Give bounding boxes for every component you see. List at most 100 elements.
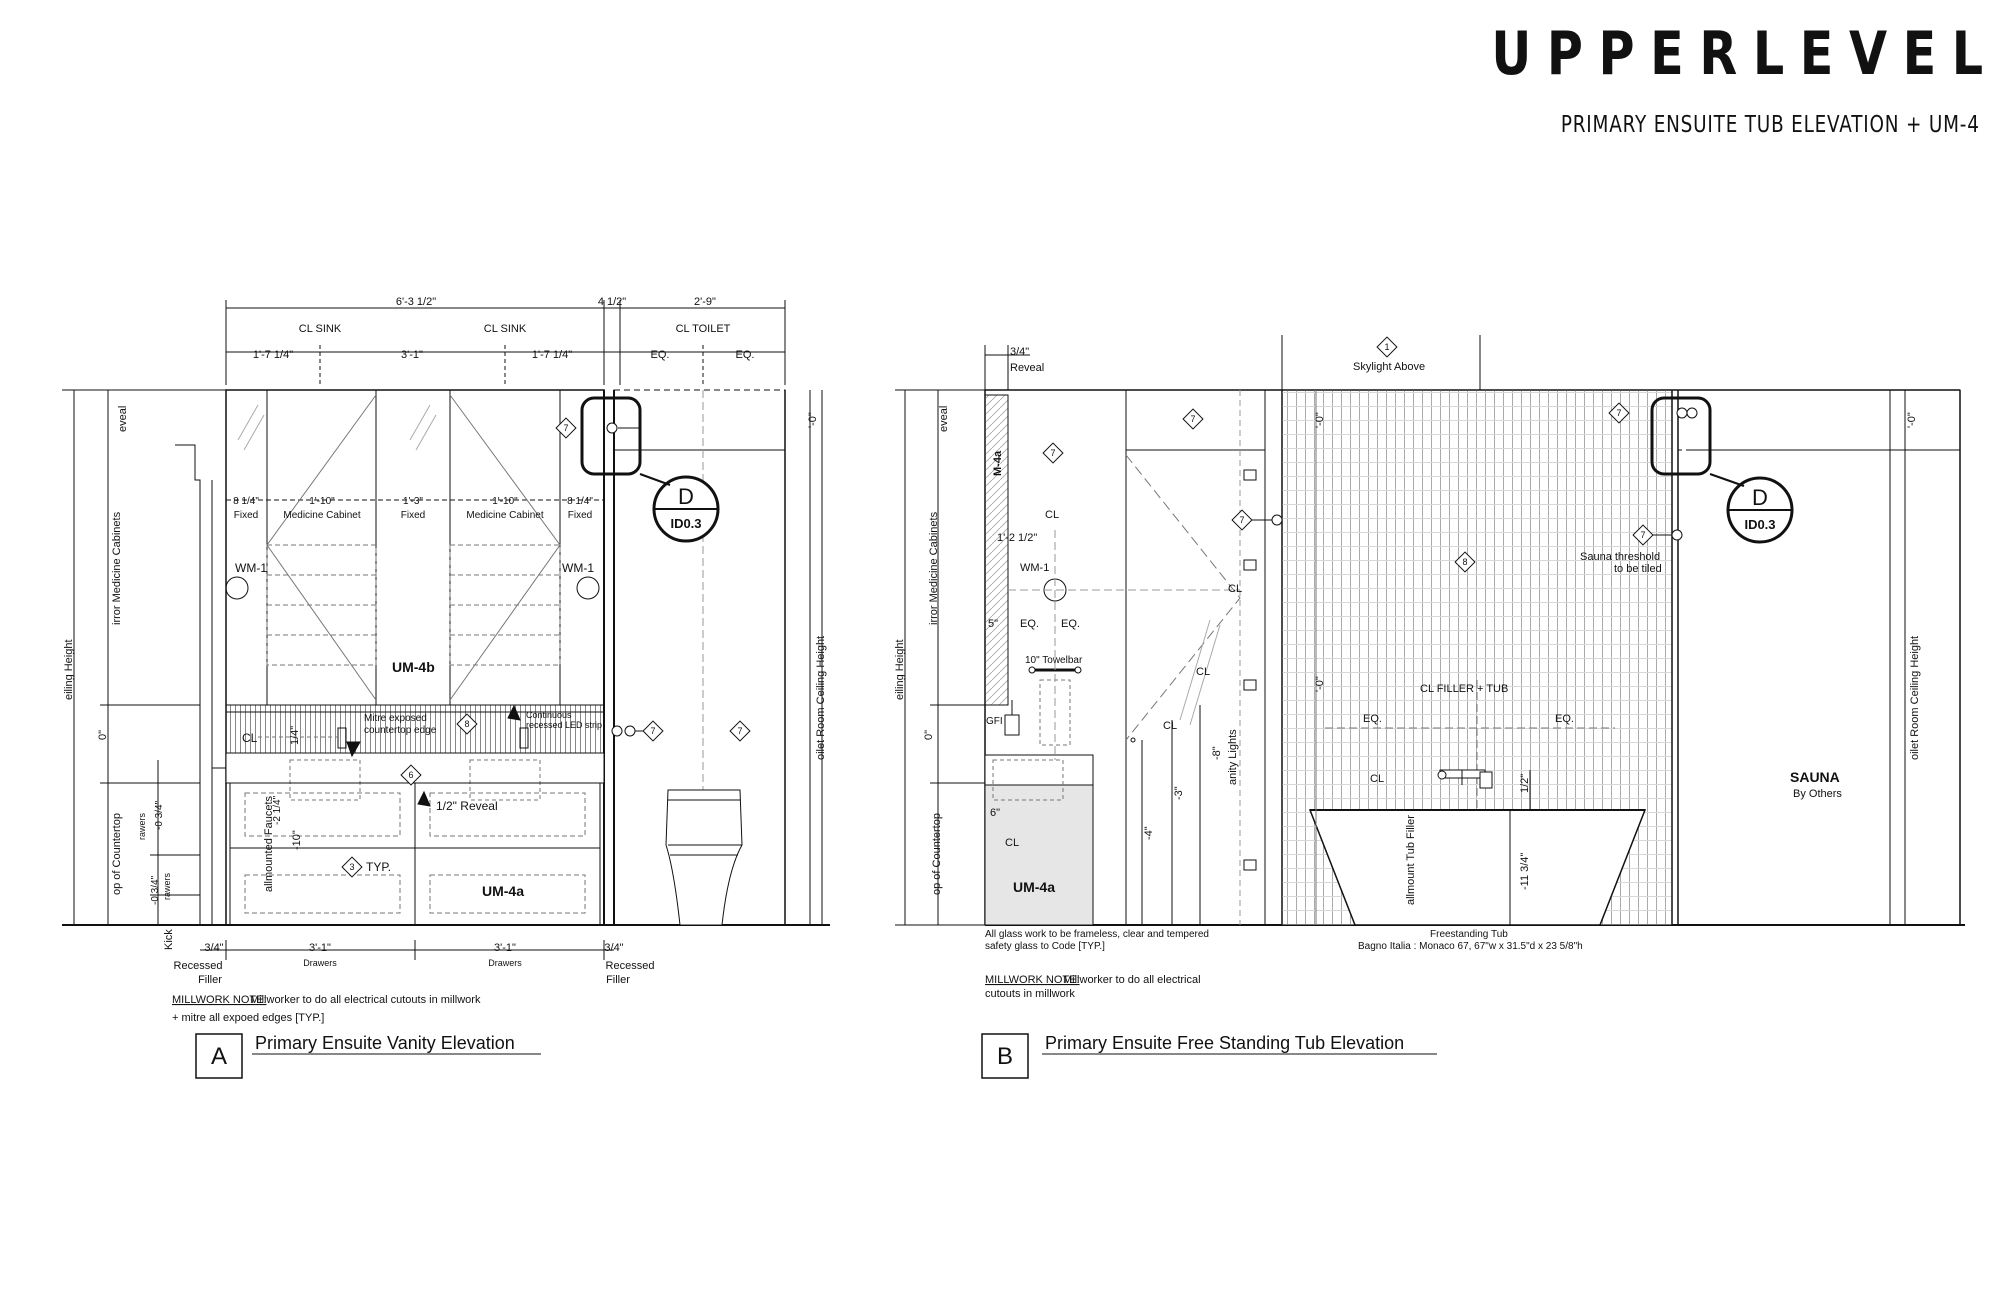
a-detail-letter: D (678, 484, 694, 509)
b-v-counter: op of Countertop (931, 813, 943, 895)
b-d6: 6" (990, 807, 1000, 819)
a-fixed-c-lbl: Fixed (401, 510, 425, 521)
a-med-l: 1'-10" (309, 496, 335, 507)
a-fixed-l: 8 1/4" (233, 496, 259, 507)
a-v-reveal: eveal (117, 406, 129, 432)
b-v-reveal: eveal (938, 406, 950, 432)
a-eq-1: EQ. (651, 349, 670, 361)
b-cl-2: CL (1228, 583, 1242, 595)
b-tag-7c: 7 (1239, 515, 1244, 525)
a-seg-left: 1'-7 1/4" (253, 349, 293, 361)
b-eq-1: EQ. (1020, 618, 1039, 630)
a-filler-r-lbl1: Recessed (606, 960, 655, 972)
a-reveal: 1/2" Reveal (436, 799, 498, 813)
b-title: Primary Ensuite Free Standing Tub Elevat… (1045, 1033, 1404, 1053)
a-drawers-r-lbl: Drawers (488, 958, 522, 968)
a-cl-sink-2: CL SINK (484, 323, 527, 335)
b-towelbar: 10" Towelbar (1025, 655, 1083, 666)
a-note-heading: MILLWORK NOTE: (172, 994, 267, 1006)
b-title-tag: B (997, 1043, 1013, 1070)
a-note-line2: + mitre all expoed edges [TYP.] (172, 1012, 324, 1024)
b-tag-7d: 7 (1616, 408, 1621, 418)
b-glass-1: All glass work to be frameless, clear an… (985, 929, 1209, 940)
a-note-line1: Millworker to do all electrical cutouts … (250, 994, 481, 1006)
a-v-d2: -0 3/4" (150, 875, 161, 905)
sheet-title: PRIMARY ENSUITE TUB ELEVATION + UM-4 (1561, 112, 1980, 138)
a-v-d1: -0 3/4" (154, 800, 165, 830)
b-d5: 5" (988, 618, 998, 630)
b-v-11: -11 3/4" (1519, 853, 1531, 890)
a-v-toilet: oilet Room Ceiling Height (815, 636, 827, 760)
a-seg-right: 1'-7 1/4" (532, 349, 572, 361)
a-um4b-label: UM-4b (392, 659, 435, 675)
b-detail-ref: ID0.3 (1744, 517, 1775, 532)
b-v-zero: 0" (923, 730, 935, 740)
b-reveal-top-lbl: Reveal (1010, 362, 1044, 374)
a-v-faucets: allmounted Faucets (263, 796, 275, 892)
a-wm1-right: WM-1 (562, 561, 594, 575)
a-fixed-c: 1'-3" (403, 496, 423, 507)
b-reveal-top: 3/4" (1010, 346, 1029, 358)
b-v-zero-right: '-0" (1906, 412, 1918, 428)
b-v-ceiling: eiling Height (894, 639, 906, 700)
a-mitre-1: Mitre exposed (364, 713, 427, 724)
b-glass-2: safety glass to Code [TYP.] (985, 941, 1105, 952)
b-cl-top: CL (1045, 509, 1059, 521)
a-v-d3: -10" (291, 830, 303, 850)
a-mitre-2: countertop edge (364, 725, 437, 736)
b-v-mirror: irror Medicine Cabinets (928, 511, 940, 625)
a-med-r: 1'-10" (492, 496, 518, 507)
b-note-heading: MILLWORK NOTE: (985, 974, 1080, 986)
b-v-zero-top: '-0" (1314, 412, 1326, 428)
b-eq-2: EQ. (1061, 618, 1080, 630)
a-led-1: Continuous (526, 710, 572, 720)
a-v-d4: -2 1/4" (272, 795, 283, 825)
a-dim-gap: 4 1/2" (598, 296, 626, 308)
b-tag-7b: 7 (1050, 448, 1055, 458)
b-cl-3: CL (1196, 666, 1210, 678)
b-skylight: Skylight Above (1353, 361, 1425, 373)
a-detail-ref: ID0.3 (670, 516, 701, 531)
a-title-tag: A (211, 1043, 227, 1070)
a-v-drawers-2: rawers (162, 872, 172, 900)
a-cl-label: CL (242, 731, 258, 745)
a-cl-sink-1: CL SINK (299, 323, 342, 335)
b-cl-5: CL (1370, 773, 1384, 785)
b-eq-tub-l: EQ. (1363, 713, 1382, 725)
a-v-zero: 0" (97, 730, 109, 740)
brand-logo: UPPERLEVEL (1491, 19, 1999, 89)
b-tag-1: 1 (1384, 342, 1389, 352)
b-detail-letter: D (1752, 485, 1768, 510)
b-tag-7e: 7 (1640, 530, 1645, 540)
a-fixed-r: 8 1/4" (567, 496, 593, 507)
a-quarter: 1/4" (289, 726, 301, 745)
a-v-ceiling: eiling Height (63, 639, 75, 700)
b-threshold-1: Sauna threshold (1580, 551, 1660, 563)
a-eq-2: EQ. (736, 349, 755, 361)
a-typ: TYP. (366, 860, 391, 874)
b-tub-spec: Bagno Italia : Monaco 67, 67"w x 31.5"d … (1358, 941, 1583, 952)
a-v-zero-top: '-0" (807, 412, 819, 428)
a-v-drawers-1: rawers (137, 812, 147, 840)
brand-block: UPPERLEVEL PRIMARY ENSUITE TUB ELEVATION… (1380, 24, 1984, 138)
elevation-b (895, 335, 1965, 1079)
a-v-kick: Kick (163, 929, 175, 950)
b-gfi: GFI (986, 716, 1003, 727)
b-tub: Freestanding Tub (1430, 929, 1508, 940)
a-fixed-l-lbl: Fixed (234, 510, 258, 521)
b-threshold-2: to be tiled (1614, 563, 1662, 575)
a-tag-7a: 7 (563, 423, 568, 433)
a-wm1-left: WM-1 (235, 561, 267, 575)
b-sauna: SAUNA (1790, 769, 1840, 785)
a-dim-toilet-zone: 2'-9" (694, 296, 716, 308)
a-tag-8: 8 (464, 719, 469, 729)
b-m4a: M-4a (992, 450, 1004, 476)
b-cl-4: CL (1163, 720, 1177, 732)
a-v-counter: op of Countertop (111, 813, 123, 895)
a-filler-r-lbl2: Filler (606, 974, 630, 986)
b-v-toilet: oilet Room Ceiling Height (1909, 636, 1921, 760)
a-title: Primary Ensuite Vanity Elevation (255, 1033, 515, 1053)
a-drawers-r: 3'-1" (494, 942, 516, 954)
a-um4a-label: UM-4a (482, 883, 524, 899)
